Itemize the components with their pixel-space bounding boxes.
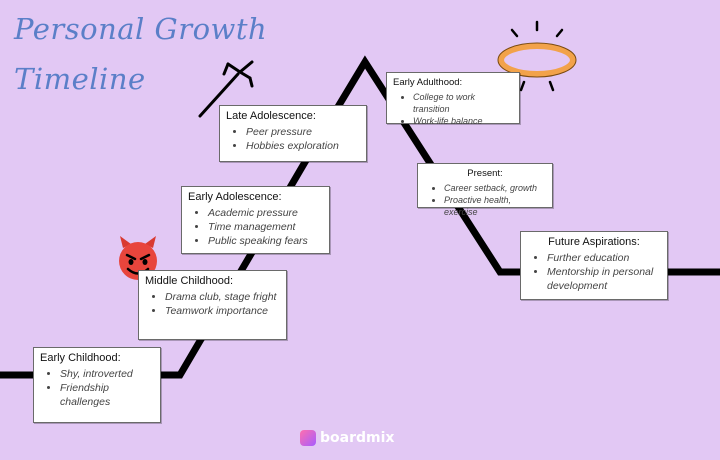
card-future-aspirations: Future Aspirations: Further education Me… bbox=[520, 231, 668, 300]
list-item: Shy, introverted bbox=[60, 367, 154, 381]
boardmix-logo-icon bbox=[300, 430, 316, 446]
title-line-2: Timeline bbox=[14, 62, 146, 96]
list-item: Friendship challenges bbox=[60, 381, 154, 409]
list-item: Drama club, stage fright bbox=[165, 290, 280, 304]
list-item: Career setback, growth bbox=[444, 182, 546, 194]
title-line-1: Personal Growth bbox=[14, 12, 268, 46]
card-heading: Middle Childhood: bbox=[145, 275, 234, 287]
trident-icon bbox=[198, 60, 254, 118]
halo-icon bbox=[497, 20, 577, 92]
list-item: Time management bbox=[208, 220, 323, 234]
list-item: College to work transition bbox=[413, 91, 513, 115]
boardmix-logo[interactable]: boardmix bbox=[300, 430, 394, 446]
card-late-adolescence: Late Adolescence: Peer pressure Hobbies … bbox=[219, 105, 367, 162]
card-early-adulthood: Early Adulthood: College to work transit… bbox=[386, 72, 520, 127]
card-early-adolescence: Early Adolescence: Academic pressure Tim… bbox=[181, 186, 330, 254]
card-present: Present: Career setback, growth Proactiv… bbox=[417, 163, 553, 217]
card-heading: Late Adolescence: bbox=[226, 110, 316, 122]
list-item: Peer pressure bbox=[246, 125, 360, 139]
card-middle-childhood: Middle Childhood: Drama club, stage frig… bbox=[138, 270, 287, 340]
card-heading: Early Adolescence: bbox=[188, 191, 282, 203]
brand-name: boardmix bbox=[320, 430, 395, 446]
card-heading: Present: bbox=[467, 168, 503, 179]
list-item: Teamwork importance bbox=[165, 304, 280, 318]
list-item: Proactive health, exercise bbox=[444, 194, 546, 218]
card-heading: Early Adulthood: bbox=[393, 77, 463, 88]
list-item: Mentorship in personal development bbox=[547, 265, 661, 293]
list-item: Academic pressure bbox=[208, 206, 323, 220]
card-early-childhood: Early Childhood: Shy, introverted Friend… bbox=[33, 347, 161, 423]
card-heading: Early Childhood: bbox=[40, 352, 121, 364]
list-item: Public speaking fears bbox=[208, 234, 323, 248]
card-heading: Future Aspirations: bbox=[548, 236, 640, 248]
list-item: Hobbies exploration bbox=[246, 139, 360, 153]
list-item: Work-life balance bbox=[413, 115, 513, 127]
list-item: Further education bbox=[547, 251, 661, 265]
